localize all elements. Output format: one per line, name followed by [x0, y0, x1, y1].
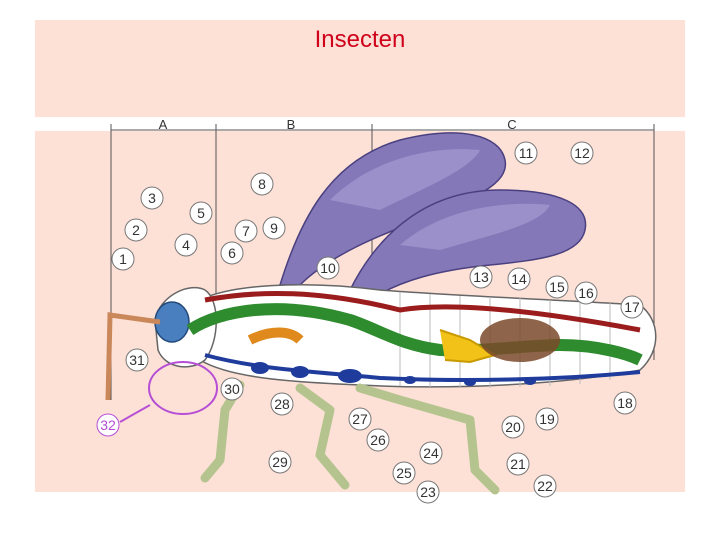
label-marker: 23 — [420, 484, 436, 500]
label-marker: 13 — [473, 269, 489, 285]
label-marker: 26 — [370, 432, 386, 448]
label-marker: 9 — [270, 220, 278, 236]
label-marker: 1 — [119, 251, 127, 267]
insect-head — [105, 286, 217, 401]
label-marker: 14 — [511, 271, 527, 287]
dorsal-vessel — [204, 290, 641, 333]
label-marker: 22 — [537, 478, 553, 494]
label-marker-highlight: 32 — [100, 417, 116, 433]
label-marker: 7 — [242, 223, 250, 239]
label-marker: 18 — [617, 395, 633, 411]
slide-title: Insecten — [314, 26, 406, 53]
section-label-b: B — [287, 117, 296, 132]
label-marker: 21 — [510, 456, 526, 472]
wings — [278, 132, 587, 301]
label-marker: 4 — [182, 237, 190, 253]
label-marker: 19 — [539, 411, 555, 427]
label-marker: 12 — [574, 145, 590, 161]
label-marker: 10 — [320, 260, 336, 276]
section-label-c: C — [507, 117, 516, 132]
label-marker: 2 — [132, 222, 140, 238]
digestive-tract — [186, 303, 643, 366]
label-marker: 16 — [578, 285, 594, 301]
label-marker: 25 — [396, 465, 412, 481]
section-label-a: A — [159, 117, 168, 132]
label-marker: 8 — [258, 176, 266, 192]
label-marker: 24 — [423, 445, 439, 461]
label-marker: 27 — [352, 411, 368, 427]
label-marker: 17 — [624, 299, 640, 315]
label-marker: 28 — [274, 396, 290, 412]
label-marker: 30 — [224, 381, 240, 397]
label-marker: 20 — [505, 419, 521, 435]
reproductive-organ — [480, 318, 560, 362]
label-marker: 5 — [197, 205, 205, 221]
white-band — [35, 117, 685, 131]
antenna — [105, 312, 161, 401]
label-marker: 6 — [228, 245, 236, 261]
label-marker: 11 — [519, 145, 534, 161]
label-markers: 1 2 3 4 5 6 7 8 9 10 11 12 13 14 15 16 1… — [96, 141, 644, 504]
label-marker: 15 — [549, 279, 565, 295]
label-marker: 3 — [148, 190, 156, 206]
nerve-cord — [204, 353, 641, 386]
legs — [200, 380, 500, 495]
label-marker: 29 — [272, 454, 288, 470]
label-marker: 31 — [129, 352, 145, 368]
mouthparts-highlight — [148, 361, 218, 415]
compound-eye — [154, 301, 190, 343]
